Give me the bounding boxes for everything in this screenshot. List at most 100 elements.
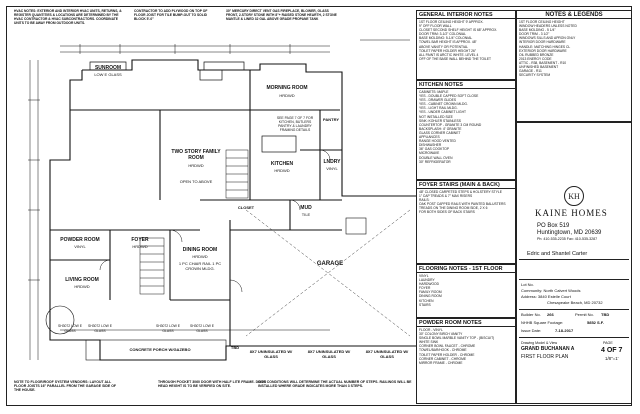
note-item: YES - CABINET CROWN MLDG. <box>419 102 468 107</box>
note-item: DOUBLE WALL OVEN <box>419 155 453 160</box>
garage-door-label-2: 8X7 UNINSULATED W/ GLASS <box>307 349 351 359</box>
foyer-stairs-list: 48" CLOSED CARPETED STEPS & HOLSTERY STY… <box>417 189 515 216</box>
scale-value: 1/8"=1' <box>605 356 619 361</box>
note-item: FOR BOTH SIDES OF BACK STAIRS <box>419 210 475 215</box>
note-item: YES - UNDER CABINET LIGHT <box>419 110 467 115</box>
note-item: FLOOR - VINYL <box>419 328 443 332</box>
note-item: 1ST FLOOR CEILING HEIGHT <box>519 20 565 24</box>
page-label: PAGE <box>603 341 613 345</box>
kitchen-label: KITCHEN <box>270 161 294 167</box>
note-item: 30" COLONY BIRCH VANITY <box>419 332 463 337</box>
note-item: INTERIOR DOOR HARDWARE <box>519 40 566 45</box>
note-item: 1" CAP TREADS & 7" MAX RISERS <box>419 194 473 199</box>
note-item: 30" REFRIGERATOR <box>419 159 451 164</box>
note-item: FOYER <box>419 286 431 291</box>
note-item: NOT INSTALLED SIZE <box>419 114 453 119</box>
note-item: VINYL <box>419 274 429 278</box>
flooring-notes-title: FLOORING NOTES - 1ST FLOOR <box>417 265 515 273</box>
note-item: 48" CLOSED CARPETED STEPS & HOLSTERY STY… <box>419 190 502 194</box>
dining-room-label: DINING ROOM <box>182 247 218 253</box>
see-page-note: SEE PAGE 7 OF 7 FOR KITCHEN, BUTLERS PAN… <box>276 116 314 132</box>
permit-no-label: Permit No. <box>575 312 594 317</box>
note-item: UNFINISHED BASEMENT <box>519 65 559 70</box>
hvac-note: HVAC NOTES: EXTERIOR AND INTERIOR HVAC U… <box>14 9 122 25</box>
porch-label: CONCRETE PORCH W/GAZEBO <box>129 347 191 352</box>
note-item: YES - DRAWER GLIDES <box>419 98 457 103</box>
note-item: HANDLE: MATCHING HINGES CL <box>519 44 571 49</box>
address-city: Chesapeake Beach, MD 20732 <box>547 300 603 305</box>
note-item: YES - LIGHT RAIL MLDG. <box>419 106 458 111</box>
living-room-label: LIVING ROOM <box>65 277 99 283</box>
mud-room-label: MUD <box>300 205 312 211</box>
note-item: TREADS ON THE DINING ROOM SIDE, 2 X 6 <box>419 206 488 211</box>
company-logo-icon: KH <box>564 186 584 206</box>
family-room-label: TWO STORY FAMILY ROOM <box>171 149 221 161</box>
sunroom-glass: LOW E GLASS <box>94 72 122 77</box>
foyer-label: FOYER <box>131 237 149 243</box>
floor-vendor-note: NOTE TO FLOOR/ROOF SYSTEM VENDORS: LAYOU… <box>14 380 117 393</box>
lot-label: Lot No. <box>521 282 534 287</box>
kitchen-floor: HRDWD <box>274 168 290 173</box>
note-item: 9" OFF FLOOR WALL <box>419 24 452 29</box>
laundry-floor: VINYL <box>326 166 338 171</box>
community-label: Community: North Calvert Woods <box>521 288 581 293</box>
address-label: Address: 3840 Estelle Court <box>521 294 571 299</box>
kitchen-notes-title: KITCHEN NOTES <box>417 81 515 89</box>
note-item: MICROWAVE <box>419 151 440 156</box>
family-room-floor: HRDWD <box>188 163 204 168</box>
note-item: WHITE SINK <box>419 340 439 345</box>
note-item: RAILS: <box>419 198 430 203</box>
open-to-above-label: OPEN TO ABOVE <box>179 179 213 184</box>
title-block: KH KAINE HOMES PO Box 519 Huntingtown, M… <box>516 122 632 404</box>
site-conditions-note: SITE CONDITIONS WILL DETERMINE THE ACTUA… <box>258 380 412 389</box>
dining-room-floor: HRDWD <box>192 254 208 259</box>
window-callout-3: SH3072 LOW E GLASS <box>155 324 181 333</box>
note-item: COUNTERTOP - GRANITE 3 CM ROUND <box>419 122 482 127</box>
note-item: CORNER BOWL FAUCET - CHROME <box>419 344 476 349</box>
note-item: BACKSPLASH: 4" GRANITE <box>419 126 462 131</box>
foyer-floor: HRDWD <box>132 244 148 249</box>
general-interior-title: GENERAL INTERIOR NOTES <box>417 11 515 19</box>
note-item: SINGLE BOWL MARBLE VANITY TOP - (BISCUIT… <box>419 336 495 341</box>
issue-date-value: 7-18-2017 <box>555 328 574 333</box>
note-item: HARDWOOD <box>419 282 439 287</box>
drawing-model-label: Drawing Model & View <box>521 341 558 345</box>
note-item: GARAGE - R11 <box>519 69 542 74</box>
window-callout-2: SH3072 LOW E GLASS <box>87 324 113 333</box>
company-po-box: PO Box 519 <box>537 223 570 229</box>
sqft-label: NHHB Square Footage: <box>521 320 564 325</box>
legend-title: NOTES & LEGENDS <box>517 11 631 19</box>
note-item: CORNER CABINET - CHROME <box>419 356 467 361</box>
builder-no-value: 266 <box>547 312 554 317</box>
note-item: TOILET PAPER HOLDER HEIGHT 26" <box>419 48 476 53</box>
plywood-note: CONTRACTOR TO ADD PLYWOOD ON TOP OF FLOO… <box>134 9 208 21</box>
morning-room-floor: HRDWD <box>279 93 295 98</box>
company-city: Huntingtown, MD 20639 <box>537 230 602 236</box>
note-item: CABINETS: MAPLE <box>419 90 449 94</box>
note-item: TOWEL BAR HEIGHT IS APPROX. 48" <box>419 40 477 45</box>
note-item: MIRROR FRAME - CHROME <box>419 360 463 365</box>
foyer-stairs-panel: FOYER STAIRS (MAIN & BACK) 48" CLOSED CA… <box>416 180 516 264</box>
company-phone: Ph: 410-535-2235 Fax: 410-535-3287 <box>537 237 598 241</box>
powder-room-label: POWDER ROOM <box>60 237 100 243</box>
sqft-value: 5852 S.F. <box>587 320 604 325</box>
note-item: DISHWASHER <box>419 143 442 148</box>
notes-legend-panel: NOTES & LEGENDS 1ST FLOOR CEILING HEIGHT… <box>516 10 632 122</box>
garage-door-label-1: 8X7 UNINSULATED W/ GLASS <box>249 349 293 359</box>
foyer-stairs-title: FOYER STAIRS (MAIN & BACK) <box>417 181 515 189</box>
living-room-floor: HRDWD <box>74 284 90 289</box>
garage-door-label-3: 8X7 UNINSULATED W/ GLASS <box>365 349 409 359</box>
note-item: BASE MOLDING: 5-1/4" COLONIAL <box>419 36 473 41</box>
note-item: ABOVE VANITY OR POTENTIAL <box>419 44 468 49</box>
note-item: EXTERIOR DOOR HARDWARE <box>519 48 567 53</box>
mud-room-floor: TILE <box>301 212 311 217</box>
note-item: 1ST FLOOR CEILING HEIGHT 9' APPROX. <box>419 20 484 24</box>
issue-date-label: Issue Date: <box>521 328 542 333</box>
morning-room-label: MORNING ROOM <box>266 85 308 91</box>
note-item: YES - DOUBLE CAPPED SOFT CLOSE <box>419 94 479 99</box>
window-callout-4: SH3072 LOW E GLASS <box>189 324 215 333</box>
